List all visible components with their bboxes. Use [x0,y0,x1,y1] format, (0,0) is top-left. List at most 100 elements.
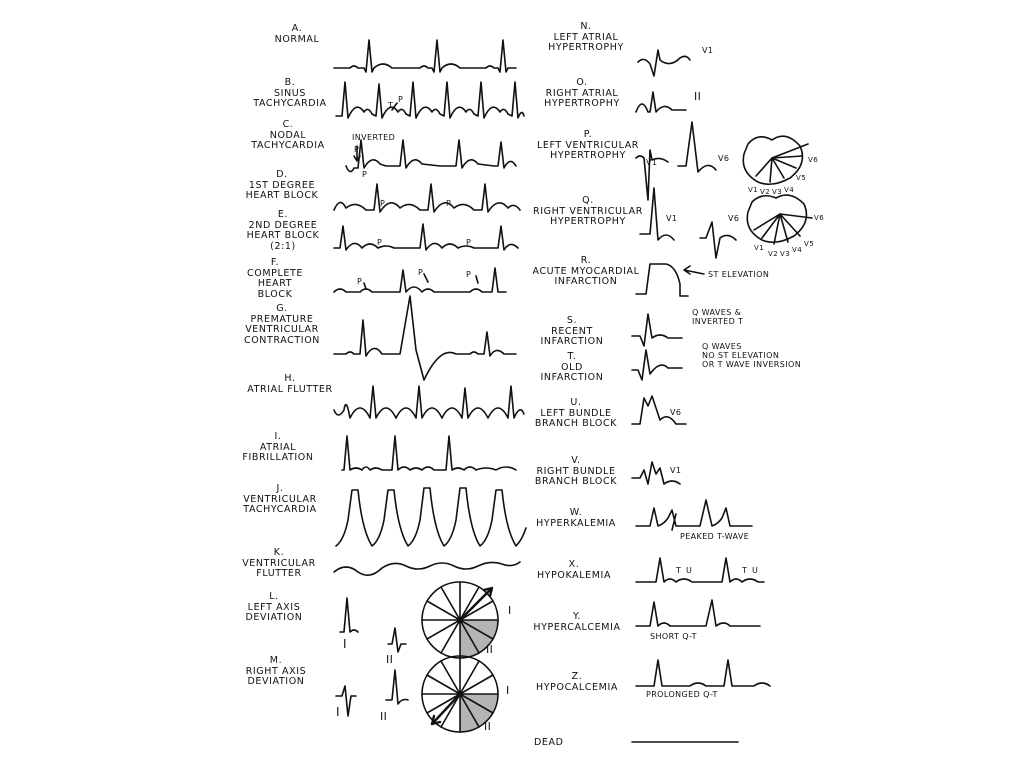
anno-n-lead: V1 [702,46,714,55]
letter-b: B. [284,77,296,88]
label-m-text: Right Axis Deviation [245,665,307,687]
anno-r-st: ST Elevation [708,270,770,279]
anno-m-lead1: I [336,705,340,719]
label-o-text: Right Atrial Hypertrophy [544,87,620,109]
letter-h: H. [284,373,296,384]
trace-x-hypokalemia [635,557,765,583]
label-p-text: Left Ventricular Hypertrophy [536,139,640,161]
label-u: U.Left Bundle Branch Block [530,397,622,430]
anno-v-v1: V1 [670,466,682,475]
label-d: D.1st Degree Heart Block [244,169,320,202]
letter-g: G. [276,303,288,314]
anno-e-p1: P [377,238,383,247]
anno-e-p2: P [466,238,472,247]
anno-t-q: Q waves no ST elevation or T wave invers… [702,342,802,369]
trace-z-hypocalcemia [635,659,771,687]
label-b: B.Sinus Tachycardia [248,77,332,110]
anno-y-short: Short Q-T [650,632,697,641]
anno-x-u1: U [686,566,693,575]
axis-wheel-l [421,581,499,659]
trace-g-pvc [333,295,517,381]
letter-x: X. [568,559,580,570]
label-q: Q.Right Ventricular Hypertrophy [532,195,644,228]
label-w: W.Hyperkalemia [530,507,622,529]
trace-k-vflutter [333,561,521,576]
letter-w: W. [569,507,583,518]
label-d-text: 1st Degree Heart Block [245,179,319,201]
w-arrow [671,513,677,531]
trace-i-atrial-fib [341,435,517,471]
letter-n: N. [580,21,592,32]
letter-q: Q. [582,195,594,206]
heart-q-lead-4: V5 [804,240,815,248]
letter-y: Y. [572,611,582,622]
label-n-text: Left Atrial Hypertrophy [548,31,624,53]
trace-q-rvh-v6 [699,221,737,259]
label-v-text: Right Bundle Branch Block [534,465,618,487]
anno-c-p2: P [362,170,368,179]
c-arrow [353,145,361,162]
heart-q-lead-5: V6 [814,214,825,222]
heart-q-lead-0: V1 [754,244,765,252]
letter-f: F. [270,257,280,268]
label-u-text: Left Bundle Branch Block [534,407,618,429]
b-p-arrow [391,102,398,111]
letter-s: S. [566,315,578,326]
trace-w-hyperkalemia [635,499,753,527]
trace-m-lead-ii [385,669,409,705]
trace-c-nodal-tach [345,139,517,173]
label-h-text: Atrial Flutter [247,383,333,395]
letter-v: V. [571,455,581,466]
label-c-text: Nodal Tachycardia [251,129,325,151]
anno-c-inverted: Inverted [352,133,396,142]
anno-o-lead: II [694,90,702,103]
trace-t-old [631,349,683,381]
label-b-text: Sinus Tachycardia [253,87,327,109]
trace-v-rbbb [631,461,681,485]
label-w-text: Hyperkalemia [536,517,616,529]
label-f: F.Complete Heart Block [242,257,308,300]
trace-a-normal [333,39,517,73]
label-y-text: Hypercalcemia [533,621,621,633]
anno-l-wheel1: I [508,604,512,617]
anno-d-p1: P [380,199,386,208]
anno-q-v1: V1 [666,214,678,223]
anno-w-peaked: Peaked T-wave [680,532,750,541]
label-a-text: Normal [274,33,320,45]
label-n: N.Left Atrial Hypertrophy [536,21,636,54]
heart-p-lead-0: V1 [748,186,759,194]
label-g: G.Premature Ventricular Contraction [240,303,324,346]
trace-l-lead-i [339,597,359,633]
anno-l-wheel2: II [486,643,494,656]
heart-q-lead-1: V2 [768,250,779,258]
trace-j-vtach [335,487,527,547]
letter-j: J. [276,483,284,494]
letter-p: P. [583,129,593,140]
anno-l-lead2: II [386,653,394,666]
anno-f-p1: P [357,277,363,286]
label-f-text: Complete Heart Block [247,267,303,300]
trace-q-rvh-v1 [639,187,675,241]
label-h: H.Atrial Flutter [244,373,336,395]
letter-c: C. [282,119,294,130]
heart-q-lead-3: V4 [792,246,803,254]
label-g-text: Premature Ventricular Contraction [244,313,320,346]
f-arrows [363,273,479,290]
heart-q-lead-2: V3 [780,250,791,258]
label-r-text: Acute Myocardial Infarction [532,265,640,287]
heart-p-lead-5: V6 [808,156,819,164]
heart-p-lead-2: V3 [772,188,783,196]
heart-p-vectors [755,143,809,183]
label-q-text: Right Ventricular Hypertrophy [533,205,643,227]
letter-e: E. [277,209,289,220]
anno-f-p3: P [466,270,472,279]
label-dead: Dead [534,737,564,748]
trace-m-lead-i [335,685,357,717]
trace-r-acute-mi [635,263,689,297]
letter-r: R. [580,255,592,266]
letter-k: K. [273,547,285,558]
letter-m: M. [269,655,283,666]
heart-q-outline [746,194,808,244]
label-c: C.Nodal Tachycardia [250,119,326,152]
